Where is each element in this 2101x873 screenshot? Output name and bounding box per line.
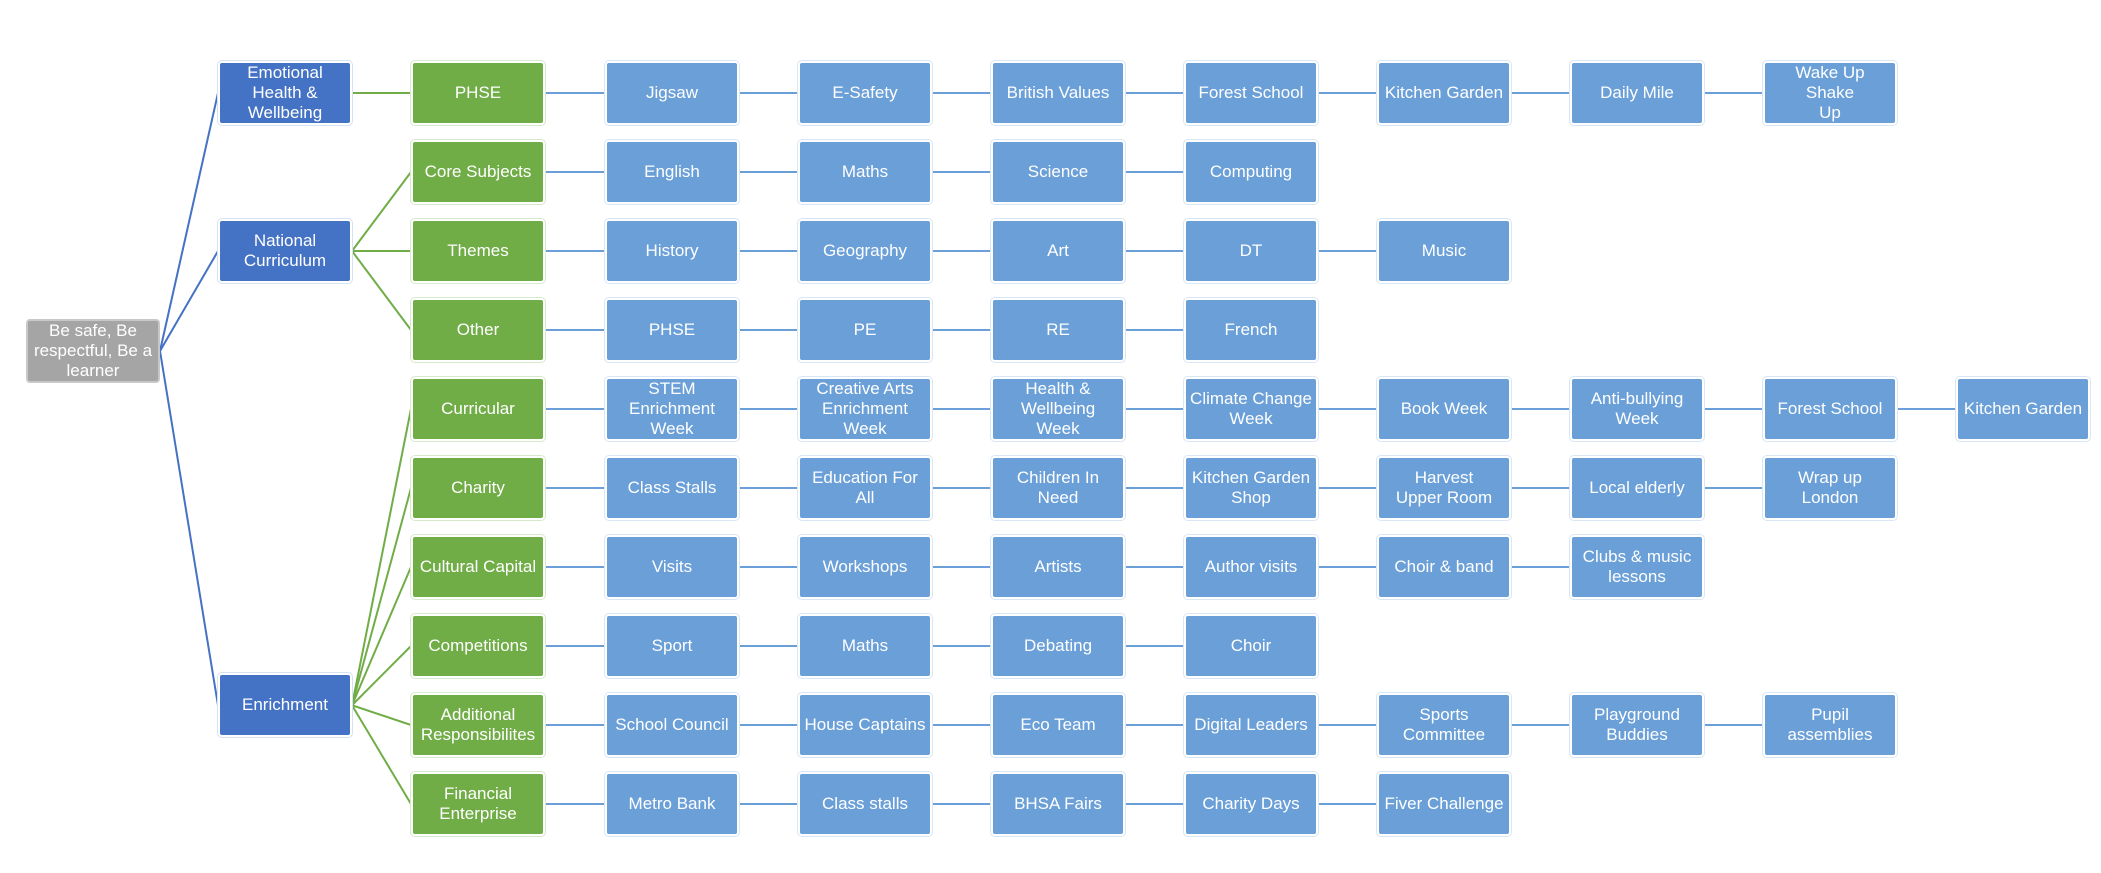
item-clubs-music-lessons: Clubs & music lessons xyxy=(1570,535,1704,599)
item-visits: Visits xyxy=(605,535,739,599)
branch-to-group-connector xyxy=(351,566,412,706)
item-sport: Sport xyxy=(605,614,739,678)
group-phse: PHSE xyxy=(411,61,545,125)
item-school-council: School Council xyxy=(605,693,739,757)
item-choir: Choir xyxy=(1184,614,1318,678)
item-maths: Maths xyxy=(798,140,932,204)
group-core-subjects: Core Subjects xyxy=(411,140,545,204)
item-wrap-up-london: Wrap up London xyxy=(1763,456,1897,520)
item-fiver-challenge: Fiver Challenge xyxy=(1377,772,1511,836)
item-anti-bullying-week: Anti-bullying Week xyxy=(1570,377,1704,441)
item-pupil-assemblies: Pupil assemblies xyxy=(1763,693,1897,757)
item-local-elderly: Local elderly xyxy=(1570,456,1704,520)
item-climate-change-week: Climate Change Week xyxy=(1184,377,1318,441)
item-choir-band: Choir & band xyxy=(1377,535,1511,599)
item-digital-leaders: Digital Leaders xyxy=(1184,693,1318,757)
root-node: Be safe, Be respectful, Be a learner xyxy=(26,319,160,383)
item-charity-days: Charity Days xyxy=(1184,772,1318,836)
item-science: Science xyxy=(991,140,1125,204)
item-workshops: Workshops xyxy=(798,535,932,599)
branch-national: National Curriculum xyxy=(218,219,352,283)
group-other: Other xyxy=(411,298,545,362)
item-playground-buddies: Playground Buddies xyxy=(1570,693,1704,757)
item-french: French xyxy=(1184,298,1318,362)
item-kitchen-garden: Kitchen Garden xyxy=(1377,61,1511,125)
item-british-values: British Values xyxy=(991,61,1125,125)
item-education-for-all: Education For All xyxy=(798,456,932,520)
group-themes: Themes xyxy=(411,219,545,283)
item-jigsaw: Jigsaw xyxy=(605,61,739,125)
item-stem-enrichment-week: STEM Enrichment Week xyxy=(605,377,739,441)
item-health-wellbeing-week: Health & Wellbeing Week xyxy=(991,377,1125,441)
branch-to-group-connector xyxy=(351,250,412,331)
item-kitchen-garden: Kitchen Garden xyxy=(1956,377,2090,441)
item-e-safety: E-Safety xyxy=(798,61,932,125)
group-cultural-capital: Cultural Capital xyxy=(411,535,545,599)
item-art: Art xyxy=(991,219,1125,283)
item-artists: Artists xyxy=(991,535,1125,599)
item-kitchen-garden-shop: Kitchen Garden Shop xyxy=(1184,456,1318,520)
group-charity: Charity xyxy=(411,456,545,520)
branch-to-group-connector xyxy=(351,704,412,726)
item-eco-team: Eco Team xyxy=(991,693,1125,757)
root-to-enrichment-connector xyxy=(159,350,219,706)
group-competitions: Competitions xyxy=(411,614,545,678)
branch-to-group-connector xyxy=(351,645,412,706)
group-curricular: Curricular xyxy=(411,377,545,441)
item-book-week: Book Week xyxy=(1377,377,1511,441)
root-to-national-connector xyxy=(159,250,219,352)
item-creative-arts-enrichment-week: Creative Arts Enrichment Week xyxy=(798,377,932,441)
item-history: History xyxy=(605,219,739,283)
item-dt: DT xyxy=(1184,219,1318,283)
item-computing: Computing xyxy=(1184,140,1318,204)
item-harvest-upper-room: Harvest Upper Room xyxy=(1377,456,1511,520)
item-forest-school: Forest School xyxy=(1184,61,1318,125)
item-author-visits: Author visits xyxy=(1184,535,1318,599)
branch-emotional: Emotional Health & Wellbeing xyxy=(218,61,352,125)
branch-to-group-connector xyxy=(351,408,412,706)
group-financial-enterprise: Financial Enterprise xyxy=(411,772,545,836)
item-maths: Maths xyxy=(798,614,932,678)
item-debating: Debating xyxy=(991,614,1125,678)
item-sports-committee: Sports Committee xyxy=(1377,693,1511,757)
root-to-emotional-connector xyxy=(159,92,219,352)
item-english: English xyxy=(605,140,739,204)
item-daily-mile: Daily Mile xyxy=(1570,61,1704,125)
group-additional-responsibilites: Additional Responsibilites xyxy=(411,693,545,757)
branch-to-group-connector xyxy=(351,487,412,706)
item-music: Music xyxy=(1377,219,1511,283)
item-class-stalls: Class stalls xyxy=(798,772,932,836)
item-re: RE xyxy=(991,298,1125,362)
item-class-stalls: Class Stalls xyxy=(605,456,739,520)
branch-to-group-connector xyxy=(351,171,412,252)
item-bhsa-fairs: BHSA Fairs xyxy=(991,772,1125,836)
item-geography: Geography xyxy=(798,219,932,283)
item-metro-bank: Metro Bank xyxy=(605,772,739,836)
branch-to-group-connector xyxy=(351,704,412,805)
item-phse: PHSE xyxy=(605,298,739,362)
item-house-captains: House Captains xyxy=(798,693,932,757)
item-children-in-need: Children In Need xyxy=(991,456,1125,520)
item-wake-up-shake-up: Wake Up Shake Up xyxy=(1763,61,1897,125)
item-pe: PE xyxy=(798,298,932,362)
item-forest-school: Forest School xyxy=(1763,377,1897,441)
branch-enrichment: Enrichment xyxy=(218,673,352,738)
